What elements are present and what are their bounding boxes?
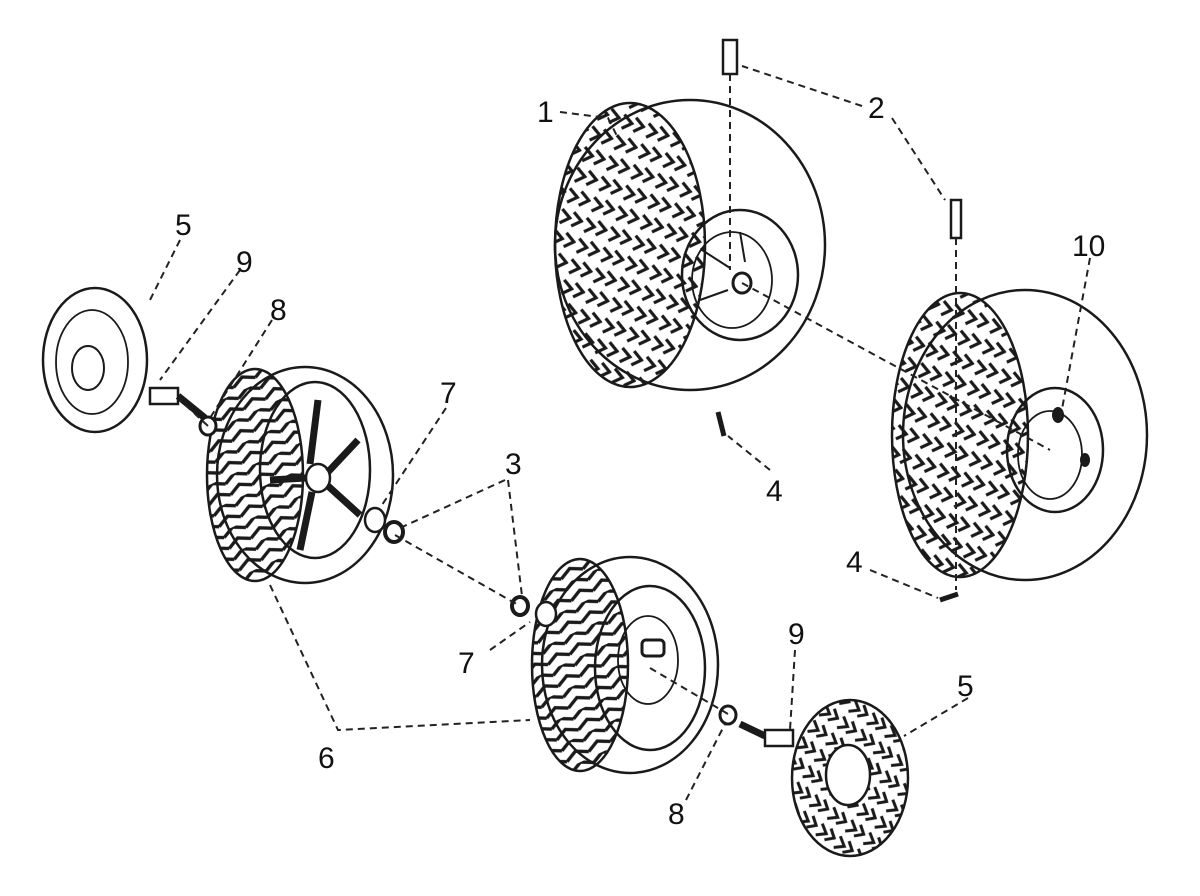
- leader-lines: [149, 65, 1091, 801]
- washer-right: [534, 600, 558, 628]
- callout-5-right: 5: [957, 670, 974, 703]
- washer-left: [363, 506, 387, 534]
- hubcap-left: [41, 286, 149, 434]
- callout-1: 1: [537, 96, 554, 129]
- callout-7-left: 7: [440, 377, 457, 410]
- callout-8-right: 8: [668, 798, 685, 831]
- hubcap-right: [790, 698, 910, 858]
- rear-tire-bottom: [530, 555, 720, 775]
- nut-right: [510, 595, 530, 617]
- callout-2: 2: [868, 92, 885, 125]
- callout-10: 10: [1072, 230, 1105, 263]
- bolt-top-2: [949, 198, 963, 240]
- rear-tire-left: [205, 365, 395, 585]
- callout-8-left: 8: [270, 294, 287, 327]
- assembly-lines: [179, 74, 1051, 715]
- callout-9-left: 9: [236, 246, 253, 279]
- bushing-right: [718, 704, 738, 726]
- valve-stem-right: [939, 591, 959, 603]
- bolt-top-1: [721, 38, 739, 76]
- front-tire-top: [553, 98, 827, 392]
- valve-stem-top: [715, 411, 727, 437]
- axle-bolt-right: [738, 720, 795, 748]
- front-tire-right: [890, 288, 1149, 582]
- axle-bolt-left: [148, 386, 208, 421]
- callout-4-right: 4: [846, 546, 863, 579]
- callout-4-top: 4: [766, 475, 783, 508]
- callout-5-left: 5: [175, 209, 192, 242]
- callout-9-right: 9: [788, 618, 805, 651]
- callout-7-right: 7: [458, 647, 475, 680]
- callout-3: 3: [505, 448, 522, 481]
- callout-6: 6: [318, 742, 335, 775]
